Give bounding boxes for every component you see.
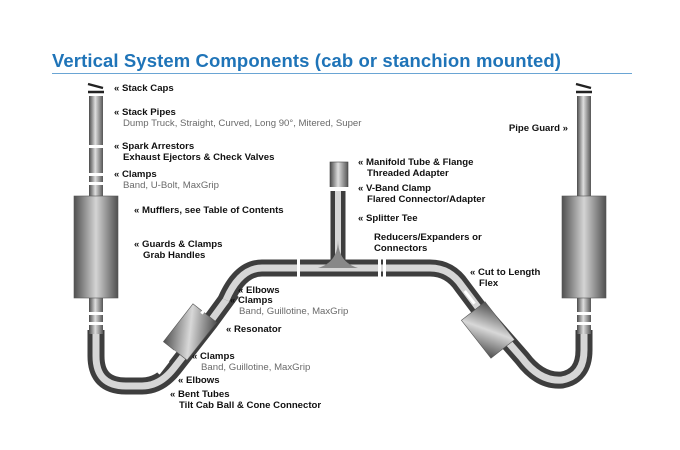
- label-splitter-tee: « Splitter Tee: [358, 213, 418, 224]
- right-lower-clamp-a: [576, 312, 592, 315]
- label-pipe-guard: Pipe Guard »: [508, 123, 568, 134]
- label-bent-tubes: « Bent Tubes Tilt Cab Ball & Cone Connec…: [170, 389, 322, 411]
- right-lower-clamp-b: [576, 322, 592, 325]
- right-stack-cap: [575, 82, 592, 94]
- label-clamps-low: « Clamps Band, Guillotine, MaxGrip: [192, 351, 311, 373]
- right-cross-tube: [336, 259, 593, 389]
- label-manifold: « Manifold Tube & Flange Threaded Adapte…: [358, 157, 474, 179]
- label-stack-pipes: « Stack Pipes Dump Truck, Straight, Curv…: [114, 107, 362, 129]
- left-clamp-b: [88, 182, 104, 185]
- label-clamps-top: « Clamps Band, U-Bolt, MaxGrip: [114, 169, 219, 191]
- left-lower-clamp-a: [88, 312, 104, 315]
- left-lower-clamp-b: [88, 322, 104, 325]
- label-stack-caps: « Stack Caps: [114, 83, 174, 94]
- left-muffler: [73, 195, 119, 299]
- label-reducers: Reducers/Expanders or Connectors: [374, 232, 482, 254]
- title-rule: [52, 73, 632, 74]
- left-spark-clamp: [88, 145, 104, 148]
- label-guards-clamps: « Guards & Clamps Grab Handles: [134, 239, 223, 261]
- right-flex: [460, 301, 516, 359]
- manifold-flange: [329, 161, 349, 189]
- label-resonator: « Resonator: [226, 324, 282, 335]
- resonator: [162, 303, 218, 361]
- mid-clamp-b: [200, 300, 213, 315]
- tee-clamp-left: [297, 258, 300, 278]
- left-clamp-a: [88, 173, 104, 176]
- label-v-band: « V-Band Clamp Flared Connector/Adapter: [358, 183, 486, 205]
- label-elbows-low: « Elbows: [178, 375, 220, 386]
- left-cross-tube: [218, 259, 338, 304]
- low-clamp-b: [157, 360, 170, 375]
- label-mufflers: « Mufflers, see Table of Contents: [134, 205, 284, 216]
- reducer-connector: [378, 258, 381, 278]
- v-band-clamp: [329, 187, 349, 191]
- right-flex-clamp: [463, 290, 476, 305]
- reducer-connector-2: [383, 258, 386, 278]
- diagram-title: Vertical System Components (cab or stanc…: [52, 50, 561, 71]
- label-spark-arrestors: « Spark Arrestors Exhaust Ejectors & Che…: [114, 141, 275, 163]
- splitter-tee: [318, 190, 358, 268]
- label-elbows-mid: « Elbows: [238, 285, 280, 296]
- left-bent-tube: [87, 286, 239, 395]
- label-cut-to-length: « Cut to Length Flex: [470, 267, 541, 289]
- label-clamps-mid: « Clamps Band, Guillotine, MaxGrip: [230, 295, 349, 317]
- right-muffler: [561, 195, 607, 299]
- left-stack-cap: [87, 82, 104, 94]
